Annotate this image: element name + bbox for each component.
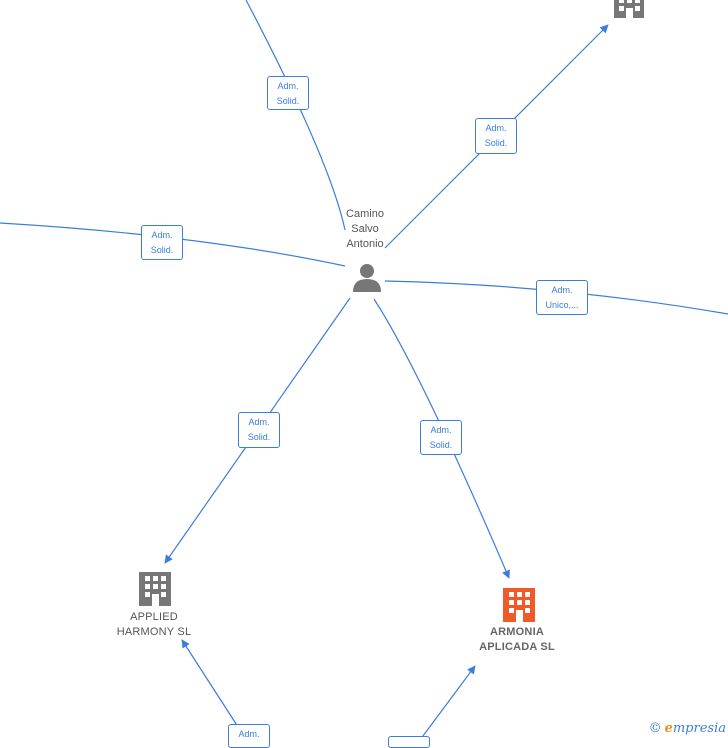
edge-left [0,222,346,267]
brand-name: mpresia [672,721,726,736]
edge-label-right[interactable]: Adm. Unico,... [536,280,588,315]
edge-label-top[interactable]: Adm. Solid. [267,76,309,110]
person-label[interactable]: Camino Salvo Antonio [346,208,384,250]
copyright-icon: © [648,721,662,736]
edge-top [245,0,346,231]
building-icon-applied[interactable] [139,572,171,606]
edge-bottom-right [419,665,476,740]
edge-label-left[interactable]: Adm. Solid. [141,225,183,260]
edge-bottom-left [181,639,241,731]
building-icon-top-right[interactable] [614,0,644,18]
company-label-armonia[interactable]: ARMONIA APLICADA SL [479,626,555,653]
copyright-brand: ©empresia [649,721,726,736]
edge-label-lower-left[interactable]: Adm. Solid. [238,412,280,448]
edge-lower-right [373,298,510,579]
brand-initial: e [664,721,673,736]
person-icon[interactable] [353,264,381,292]
edge-label-bottom-right[interactable] [388,736,430,748]
building-icon-armonia[interactable] [503,588,535,622]
edge-label-bottom-left[interactable]: Adm. [228,724,270,748]
company-label-applied[interactable]: APPLIED HARMONY SL [116,611,192,638]
edge-label-top-right[interactable]: Adm. Solid. [475,118,517,154]
edge-label-lower-right[interactable]: Adm. Solid. [420,420,462,455]
